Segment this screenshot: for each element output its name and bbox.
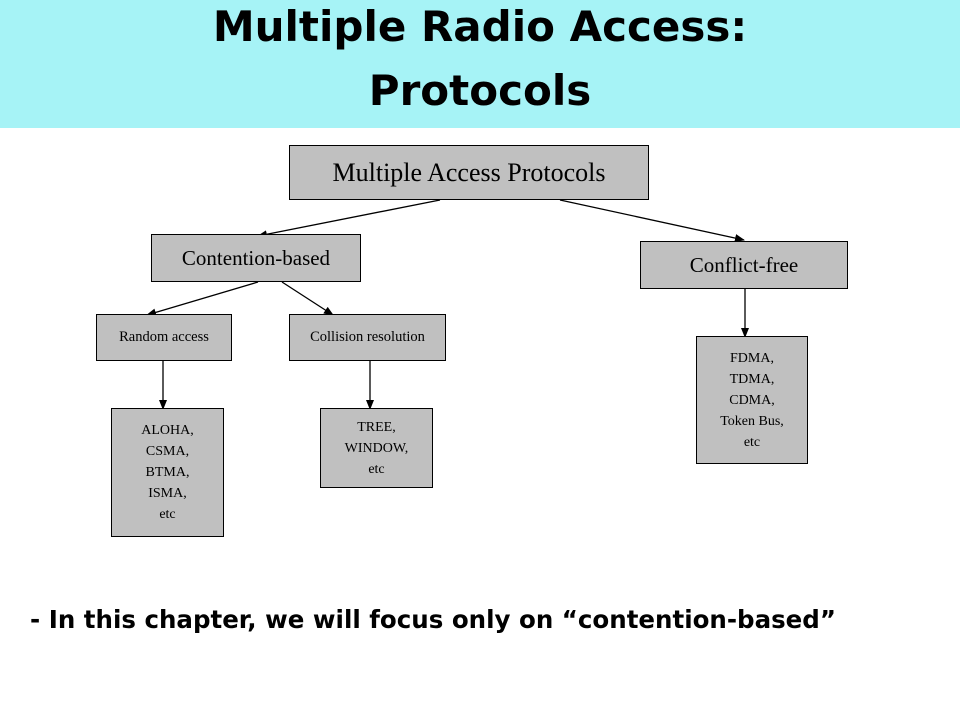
- collision-resolution-label: Collision resolution: [310, 329, 425, 345]
- contention-label: Contention-based: [181, 245, 331, 270]
- conflict-free-label: Conflict-free: [689, 252, 799, 277]
- arrow-contention-to-collision: [281, 281, 334, 316]
- title-banner: [0, 0, 960, 128]
- arrow-root-to-conflict-free: [559, 199, 745, 242]
- node-random-access-examples: ALOHA, CSMA, BTMA, ISMA, etc: [111, 408, 224, 537]
- arrow-contention-to-random: [146, 281, 259, 317]
- arrow-root-to-contention: [257, 199, 441, 239]
- node-random-access: Random access: [96, 314, 232, 361]
- root-node-label: Multiple Access Protocols: [332, 157, 606, 187]
- root-node-multiple-access-protocols: Multiple Access Protocols: [289, 145, 649, 200]
- random-access-label: Random access: [119, 329, 209, 345]
- node-collision-resolution: Collision resolution: [289, 314, 446, 361]
- conflict-free-examples-text: FDMA, TDMA, CDMA, Token Bus, etc: [720, 350, 784, 450]
- slide-title-line-1: Multiple Radio Access:: [212, 2, 748, 51]
- slide-title-line-2: Protocols: [368, 66, 592, 115]
- collision-examples-text: TREE, WINDOW, etc: [344, 419, 409, 477]
- random-access-examples-text: ALOHA, CSMA, BTMA, ISMA, etc: [141, 423, 194, 522]
- footnote-text: - In this chapter, we will focus only on…: [30, 605, 836, 634]
- node-conflict-free-examples: FDMA, TDMA, CDMA, Token Bus, etc: [696, 336, 808, 464]
- node-conflict-free: Conflict-free: [640, 241, 848, 289]
- node-collision-examples: TREE, WINDOW, etc: [320, 408, 433, 488]
- node-contention-based: Contention-based: [151, 234, 361, 282]
